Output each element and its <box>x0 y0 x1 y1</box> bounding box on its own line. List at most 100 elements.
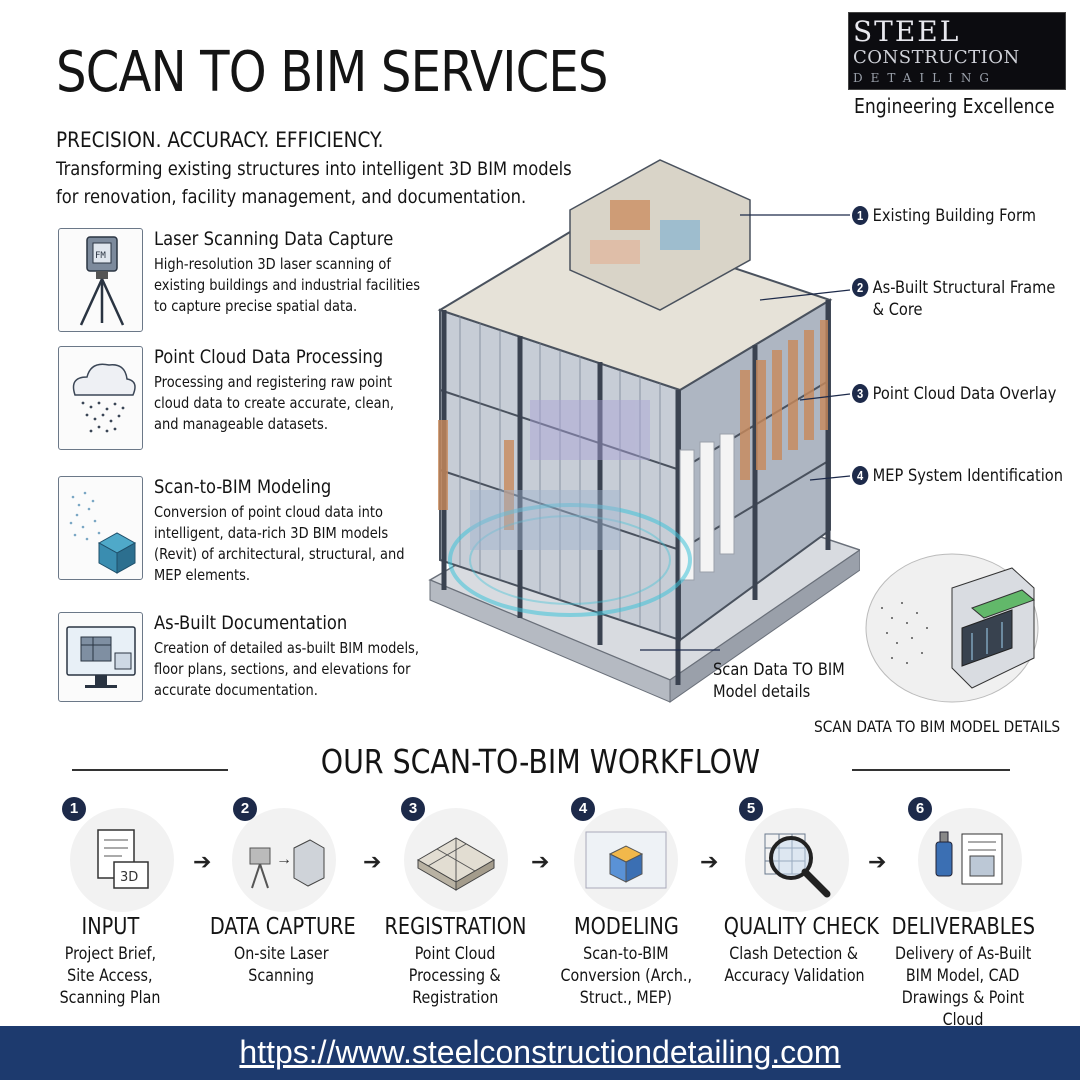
step-description-line: Scanning Plan <box>59 988 161 1008</box>
step-number: 1 <box>62 797 86 821</box>
service-description: High-resolution 3D laser scanning of exi… <box>154 254 420 317</box>
step-deliverables-icon <box>918 808 1022 912</box>
description-line: Creation of detailed as-built BIM models… <box>154 639 419 657</box>
step-title-text: QUALITY CHECK <box>723 914 879 940</box>
svg-text:3D: 3D <box>120 870 138 885</box>
step-description-line: BIM Model, CAD <box>906 966 1020 986</box>
divider-right <box>852 769 1010 771</box>
description-line: MEP elements. <box>154 566 251 584</box>
step-description: Scan-to-BIM Conversion (Arch., Struct., … <box>531 943 721 1009</box>
service-description: Processing and registering raw point clo… <box>154 372 394 435</box>
service-description: Creation of detailed as-built BIM models… <box>154 638 419 701</box>
step-description-line: Accuracy Validation <box>723 966 865 986</box>
svg-text:FM: FM <box>95 251 106 261</box>
step-description: Delivery of As-Built BIM Model, CAD Draw… <box>868 943 1058 1031</box>
step-description-line: Delivery of As-Built <box>894 944 1032 964</box>
step-description-line: Scanning <box>248 966 314 986</box>
company-logo[interactable]: STEEL CONSTRUCTION DETAILING <box>848 12 1066 90</box>
subtitle: PRECISION. ACCURACY. EFFICIENCY. <box>56 128 384 152</box>
step-description: On-site Laser Scanning <box>186 943 376 987</box>
website-link[interactable]: https://www.steelconstructiondetailing.c… <box>239 1034 841 1070</box>
step-description-line: Conversion (Arch., <box>560 966 692 986</box>
arrow-right-icon: ➔ <box>868 849 887 874</box>
step-description: Point Cloud Processing & Registration <box>360 943 550 1009</box>
step-description-line: Project Brief, <box>64 944 156 964</box>
step-description: Clash Detection & Accuracy Validation <box>699 943 889 987</box>
callout-label: MEP System Identification <box>872 466 1063 486</box>
step-modeling-icon <box>574 808 678 912</box>
step-description-line: Registration <box>411 988 499 1008</box>
step-title: QUALITY CHECK <box>709 914 879 940</box>
step-title-text: MODELING <box>573 914 679 940</box>
svg-text:→: → <box>276 851 292 868</box>
workflow-title: OUR SCAN-TO-BIM WORKFLOW <box>0 742 1080 781</box>
callout-number: 4 <box>852 466 869 485</box>
step-title: INPUT <box>25 914 195 940</box>
step-title: REGISTRATION <box>370 914 540 940</box>
callout-label-line2: & Core <box>872 300 923 320</box>
callout-number: 1 <box>852 206 869 225</box>
callout-number: 2 <box>852 278 869 297</box>
arrow-right-icon: ➔ <box>193 849 212 874</box>
laser-scanner-icon: FM <box>58 228 143 332</box>
step-title-text: REGISTRATION <box>384 914 526 940</box>
logo-line1: STEEL <box>853 15 961 48</box>
callout-label: As-Built Structural Frame <box>872 278 1056 298</box>
description-line: (Revit) of architectural, structural, an… <box>154 545 405 563</box>
workflow-title-text: OUR SCAN-TO-BIM WORKFLOW <box>320 742 760 781</box>
footer-bar: https://www.steelconstructiondetailing.c… <box>0 1026 1080 1080</box>
page-title: SCAN TO BIM SERVICES <box>56 40 608 105</box>
step-description-line: Processing & <box>409 966 501 986</box>
monitor-blueprint-icon <box>58 612 143 702</box>
arrow-right-icon: ➔ <box>363 849 382 874</box>
intro-line: for renovation, facility management, and… <box>56 186 527 208</box>
step-description-line: On-site Laser <box>233 944 329 964</box>
description-line: Conversion of point cloud data into <box>154 503 383 521</box>
step-number: 6 <box>908 797 932 821</box>
service-title: Point Cloud Data Processing <box>154 346 384 368</box>
logo-tagline: Engineering Excellence <box>854 94 1055 118</box>
arrow-right-icon: ➔ <box>531 849 550 874</box>
step-registration-icon <box>404 808 508 912</box>
logo-line3: DETAILING <box>853 71 997 85</box>
step-description-line: Scan-to-BIM <box>583 944 669 964</box>
step-input-icon: 3D <box>70 808 174 912</box>
step-title-text: INPUT <box>81 914 139 940</box>
step-quality-check-icon <box>745 808 849 912</box>
service-title: Laser Scanning Data Capture <box>154 228 394 250</box>
scan-detail-label-line1: Scan Data TO BIM <box>713 660 845 680</box>
description-line: existing buildings and industrial facili… <box>154 276 421 294</box>
description-line: and manageable datasets. <box>154 415 328 433</box>
bim-model-icon <box>58 476 143 580</box>
description-line: High-resolution 3D laser scanning of <box>154 255 391 273</box>
step-description-line: Clash Detection & <box>729 944 859 964</box>
step-title-text: DELIVERABLES <box>891 914 1035 940</box>
step-description-line: Struct., MEP) <box>579 988 673 1008</box>
intro-line: Transforming existing structures into in… <box>56 158 572 180</box>
description-line: floor plans, sections, and elevations fo… <box>154 660 411 678</box>
service-title: As-Built Documentation <box>154 612 348 634</box>
description-line: cloud data to create accurate, clean, <box>154 394 394 412</box>
step-title: MODELING <box>541 914 711 940</box>
divider-left <box>72 769 228 771</box>
step-description-line: Drawings & Point Cloud <box>901 988 1025 1030</box>
scan-detail-label-line2: Model details <box>713 682 811 702</box>
step-description: Project Brief, Site Access, Scanning Pla… <box>15 943 205 1009</box>
cloud-icon <box>58 346 143 450</box>
scan-detail-caption: SCAN DATA TO BIM MODEL DETAILS <box>814 717 1061 736</box>
service-title: Scan-to-BIM Modeling <box>154 476 332 498</box>
callout-number: 3 <box>852 384 869 403</box>
step-title-text: DATA CAPTURE <box>209 914 356 940</box>
step-title: DATA CAPTURE <box>196 914 366 940</box>
callout-label: Point Cloud Data Overlay <box>872 384 1057 404</box>
scan-detail-label: Scan Data TO BIM Model details <box>713 659 845 703</box>
logo-line2: CONSTRUCTION <box>853 47 1020 68</box>
step-number: 3 <box>401 797 425 821</box>
step-number: 5 <box>739 797 763 821</box>
description-line: to capture precise spatial data. <box>154 297 358 315</box>
arrow-right-icon: ➔ <box>700 849 719 874</box>
